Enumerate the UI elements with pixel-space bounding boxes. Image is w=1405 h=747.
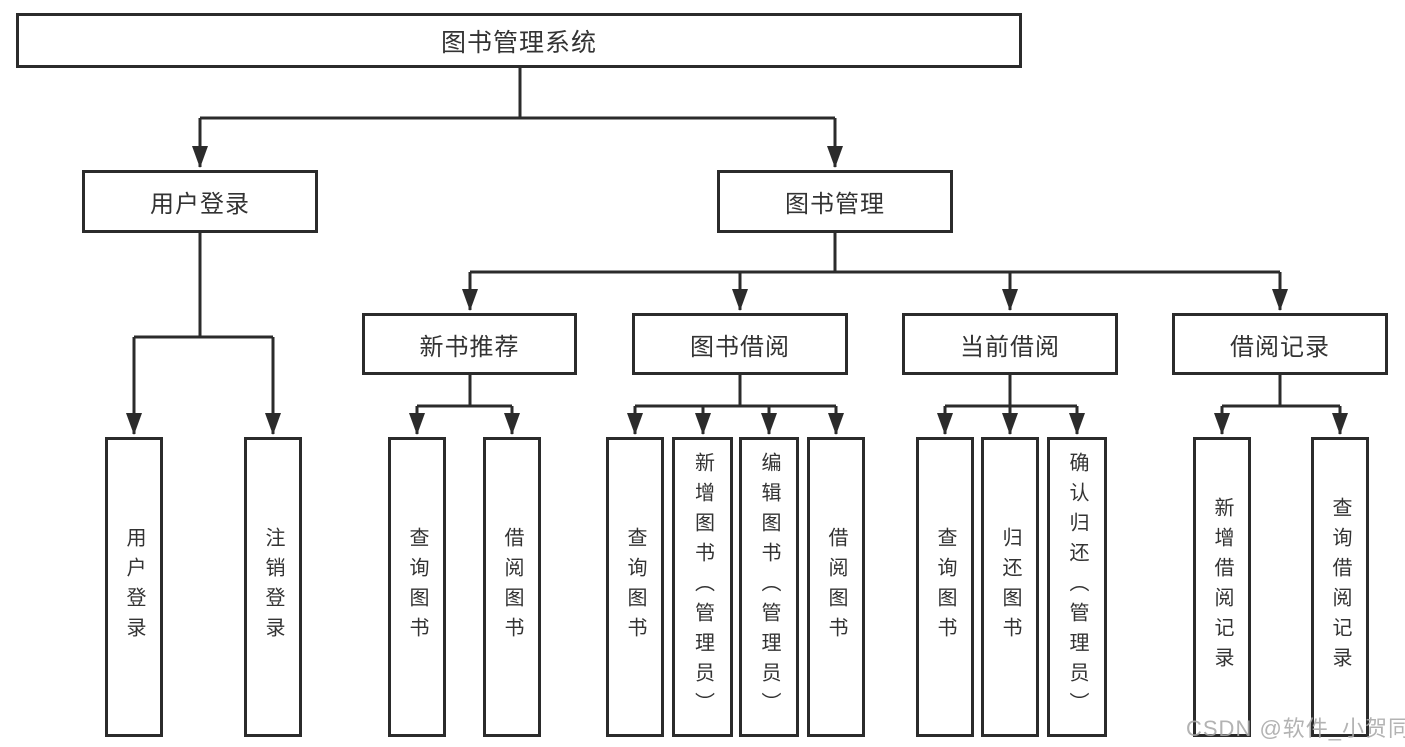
- leaf-newbook-borrow-label: 借阅图书: [501, 527, 523, 647]
- leaf-borrow-edit-admin-label: 编辑图书（管理员）: [758, 452, 780, 722]
- leaf-current-query: 查询图书: [916, 437, 974, 737]
- leaf-borrow-query-label: 查询图书: [624, 527, 646, 647]
- node-book-mgmt-label: 图书管理: [785, 191, 885, 218]
- leaf-borrow-query: 查询图书: [606, 437, 664, 737]
- leaf-logout-label: 注销登录: [262, 527, 284, 647]
- connector-book-mgmt-children: [462, 233, 1288, 311]
- node-book-borrow: 图书借阅: [632, 313, 848, 375]
- leaf-newbook-borrow: 借阅图书: [483, 437, 541, 737]
- leaf-current-return-label: 归还图书: [999, 527, 1021, 647]
- leaf-user-login-label: 用户登录: [123, 527, 145, 647]
- connector-borrow-records-children: [1214, 375, 1348, 435]
- node-system-root: 图书管理系统: [16, 13, 1022, 68]
- leaf-current-return: 归还图书: [981, 437, 1039, 737]
- leaf-borrow-add-admin-label: 新增图书（管理员）: [691, 452, 714, 722]
- leaf-current-confirm-admin-label: 确认归还（管理员）: [1066, 452, 1088, 722]
- connector-root-to-level1: [192, 68, 843, 168]
- leaf-newbook-query-label: 查询图书: [406, 527, 428, 647]
- leaf-current-confirm-admin: 确认归还（管理员）: [1047, 437, 1107, 737]
- connector-current-borrow-children: [937, 375, 1085, 435]
- leaf-borrow-book-label: 借阅图书: [825, 527, 847, 647]
- leaf-newbook-query: 查询图书: [388, 437, 446, 737]
- node-borrow-records-label: 借阅记录: [1230, 333, 1330, 361]
- leaf-borrow-edit-admin: 编辑图书（管理员）: [739, 437, 799, 737]
- node-current-borrow: 当前借阅: [902, 313, 1118, 375]
- connector-user-login-children: [126, 233, 281, 435]
- node-new-book-rec-label: 新书推荐: [419, 333, 520, 361]
- node-user-login-label: 用户登录: [150, 191, 250, 218]
- leaf-borrow-add-admin: 新增图书（管理员）: [672, 437, 733, 737]
- node-book-borrow-label: 图书借阅: [690, 333, 790, 361]
- node-borrow-records: 借阅记录: [1172, 313, 1388, 375]
- leaf-user-login: 用户登录: [105, 437, 163, 737]
- leaf-record-query-label: 查询借阅记录: [1329, 497, 1351, 677]
- node-new-book-rec: 新书推荐: [362, 313, 577, 375]
- csdn-watermark: CSDN @软件_小贺同学: [1186, 716, 1405, 741]
- leaf-record-query: 查询借阅记录: [1311, 437, 1369, 737]
- leaf-logout: 注销登录: [244, 437, 302, 737]
- connector-new-book-children: [409, 375, 520, 435]
- leaf-record-add: 新增借阅记录: [1193, 437, 1251, 737]
- node-user-login: 用户登录: [82, 170, 318, 233]
- leaf-current-query-label: 查询图书: [934, 527, 956, 647]
- leaf-record-add-label: 新增借阅记录: [1211, 497, 1233, 677]
- connector-book-borrow-children: [627, 375, 844, 435]
- node-book-mgmt: 图书管理: [717, 170, 953, 233]
- node-current-borrow-label: 当前借阅: [960, 333, 1060, 361]
- leaf-borrow-book: 借阅图书: [807, 437, 865, 737]
- node-system-root-label: 图书管理系统: [440, 28, 597, 57]
